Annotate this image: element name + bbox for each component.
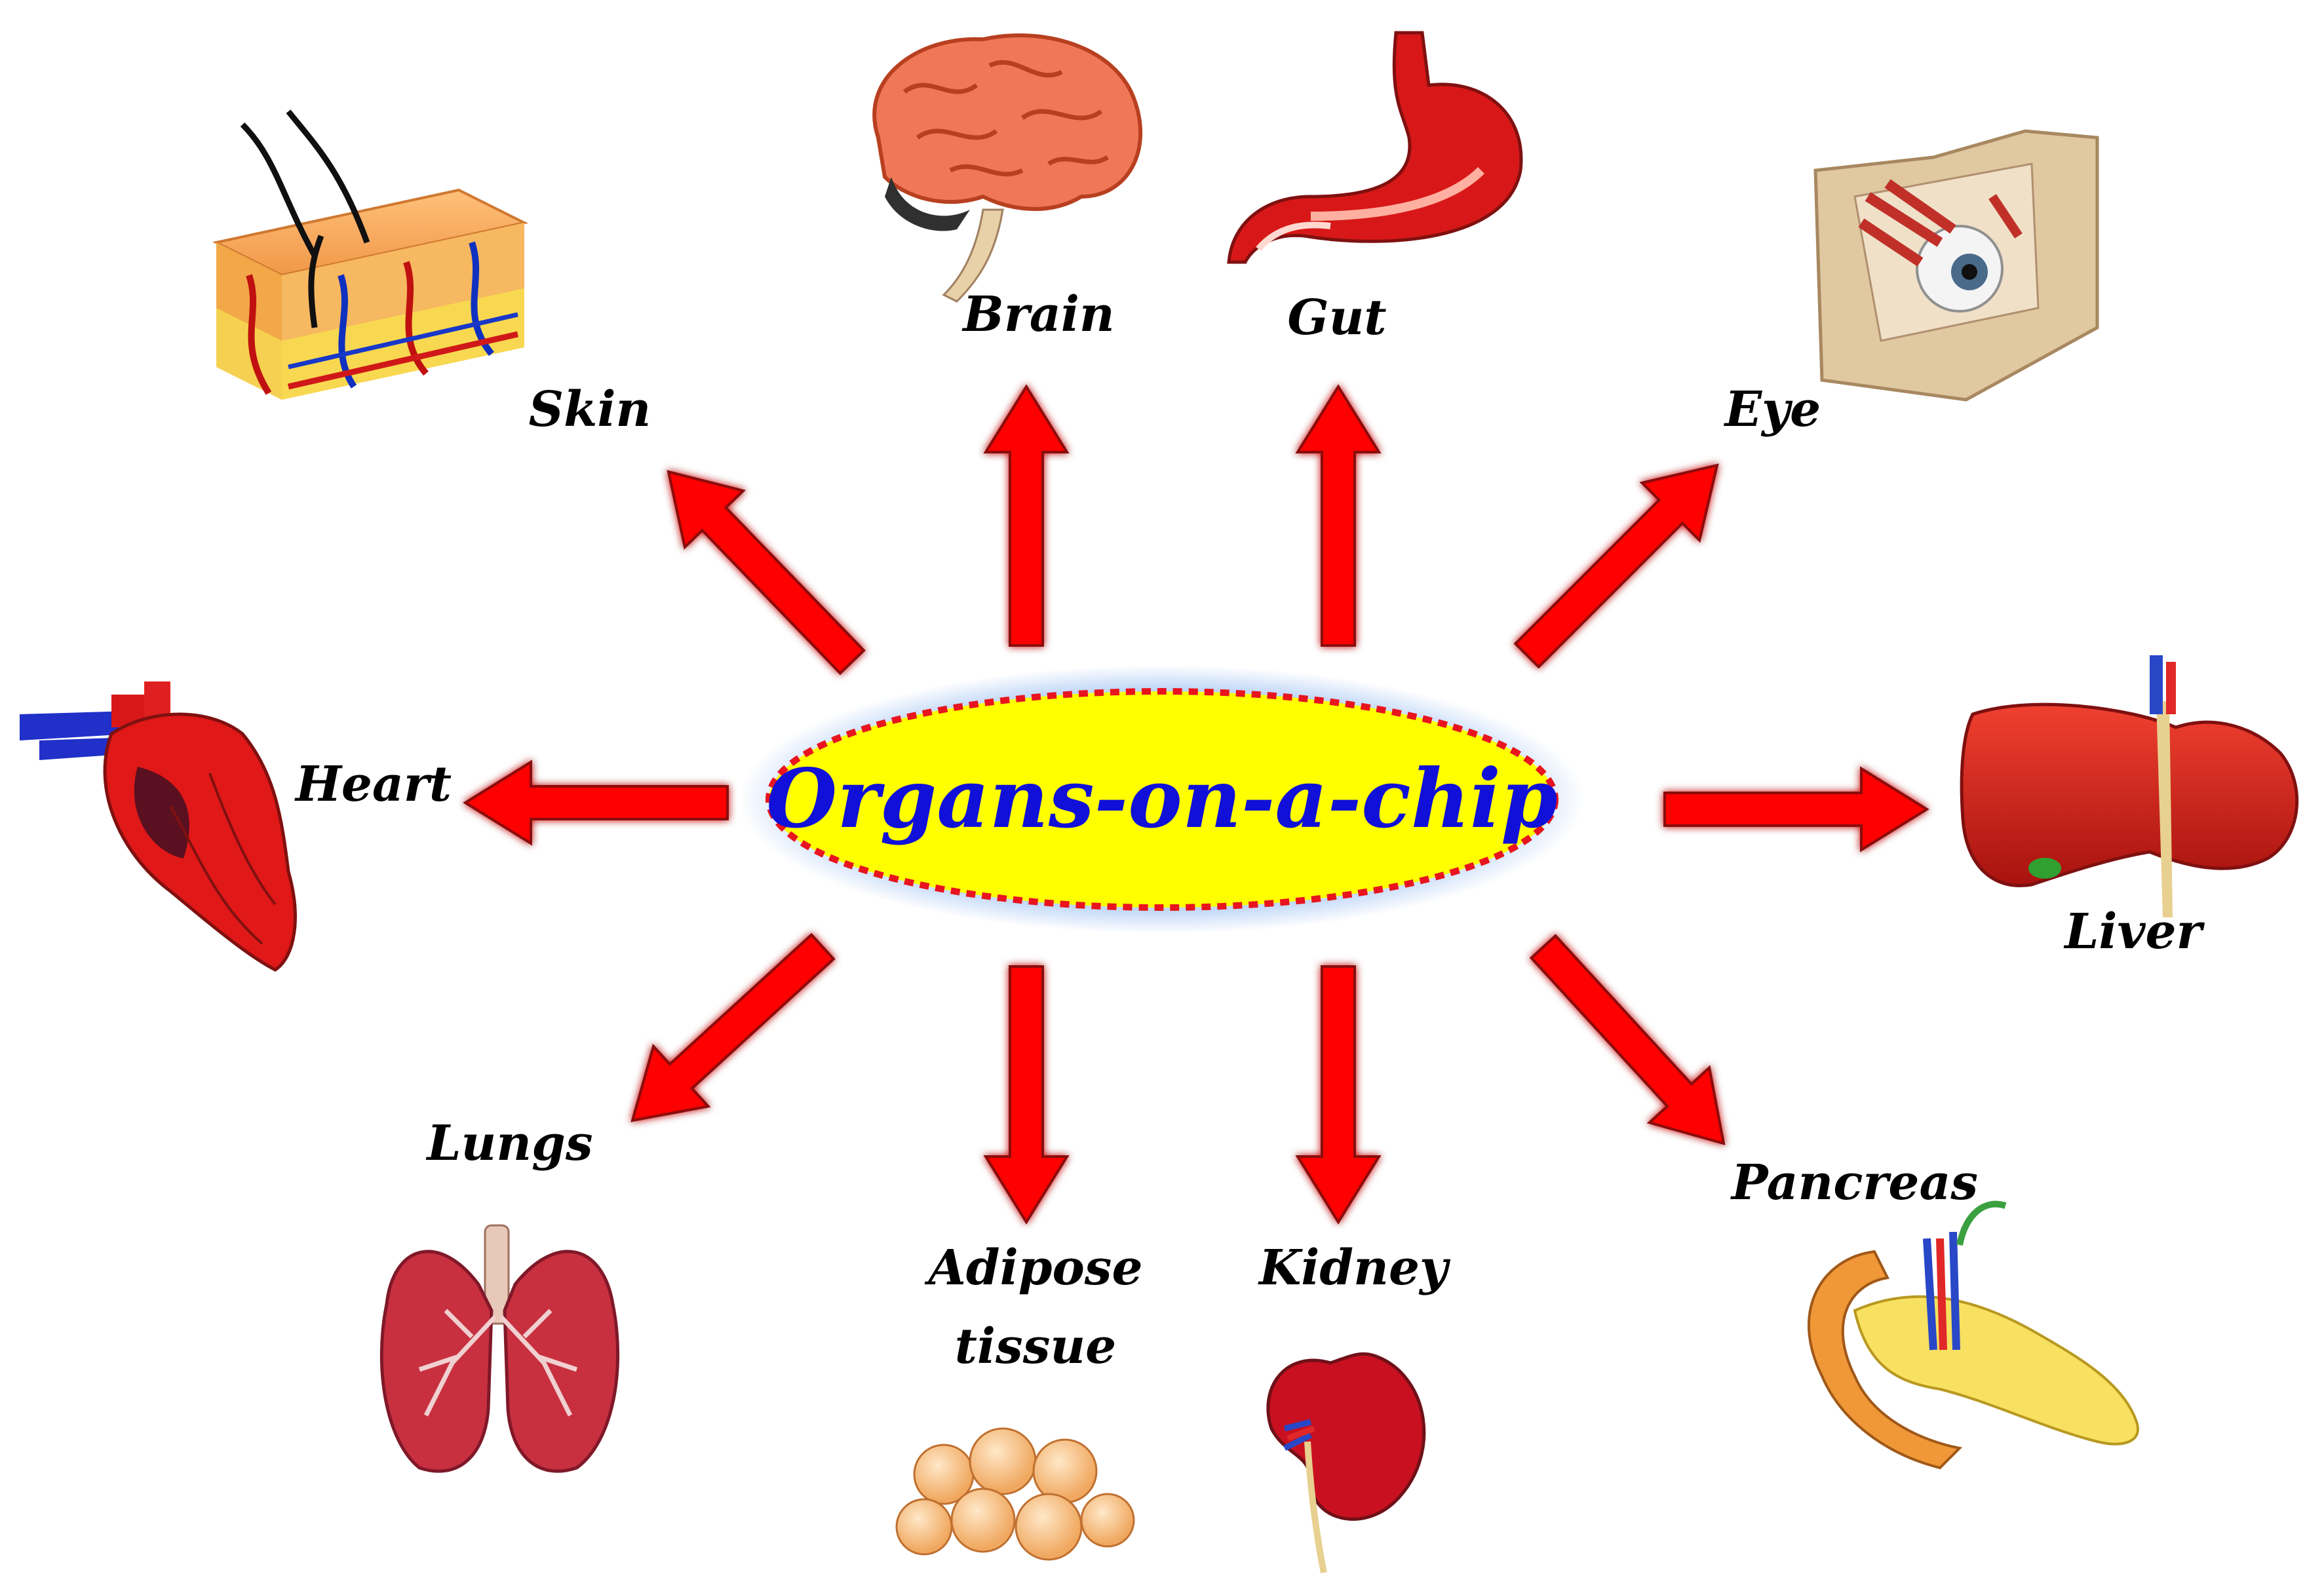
arrow-to-brain (983, 384, 1070, 647)
pancreas-icon (1808, 1200, 2139, 1470)
label-heart: Heart (294, 756, 452, 813)
center-node: Organs-on-a-chip (739, 665, 1585, 934)
label-eye: Eye (1724, 381, 1821, 438)
label-lungs: Lungs (425, 1115, 592, 1172)
skin-icon (212, 109, 528, 400)
liver-icon (1960, 655, 2299, 917)
label-skin: Skin (529, 381, 651, 438)
center-title: Organs-on-a-chip (766, 752, 1557, 847)
arrow-to-adipose (983, 965, 1070, 1225)
arrow-to-kidney (1295, 965, 1382, 1225)
label-pancreas: Pancreas (1730, 1155, 1978, 1211)
brain-icon (872, 33, 1142, 303)
heart-icon (20, 681, 297, 972)
arrow-to-heart (463, 759, 729, 846)
arrow-to-eye (1513, 463, 1719, 669)
arrows-group (463, 384, 1929, 1225)
label-kidney: Kidney (1258, 1240, 1451, 1296)
adipose-tissue-icon (895, 1427, 1135, 1561)
label-adipose-line2: tissue (955, 1318, 1117, 1375)
eye-icon (1813, 129, 2099, 402)
arrow-to-gut (1295, 384, 1382, 647)
kidney-icon (1266, 1352, 1426, 1573)
label-adipose: Adipose (924, 1240, 1142, 1296)
arrow-to-lungs (630, 932, 836, 1122)
label-brain: Brain (961, 286, 1114, 343)
lungs-icon (379, 1224, 620, 1473)
arrow-to-pancreas (1529, 934, 1726, 1145)
arrow-to-liver (1663, 766, 1929, 853)
label-gut: Gut (1287, 290, 1386, 346)
label-liver: Liver (2063, 904, 2205, 960)
center-ellipse (765, 688, 1559, 911)
arrow-to-skin (667, 470, 866, 676)
gut-icon (1227, 31, 1523, 264)
